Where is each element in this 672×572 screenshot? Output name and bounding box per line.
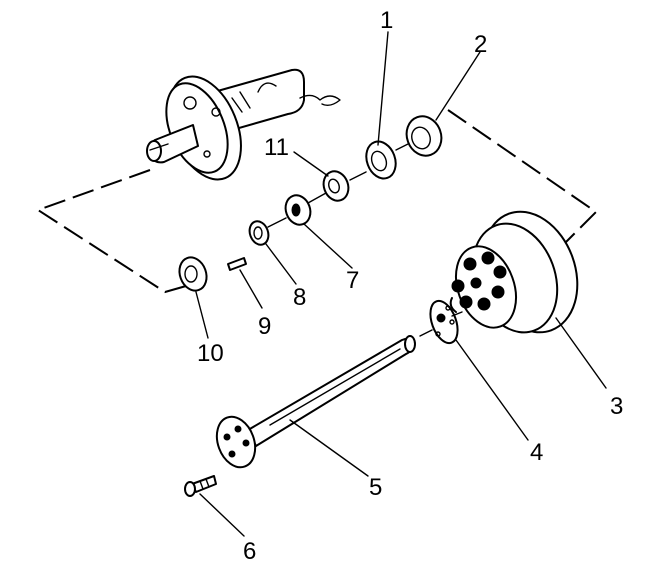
shaft-icon xyxy=(215,335,416,469)
assembly-bracket xyxy=(35,109,598,294)
callout-2: 2 xyxy=(474,31,487,58)
drum-icon xyxy=(449,210,579,334)
callout-3: 3 xyxy=(610,393,623,420)
key-icon xyxy=(227,257,247,271)
ring-icon xyxy=(365,140,397,180)
ring-icon xyxy=(248,220,270,246)
spindle-icon xyxy=(146,68,341,181)
axis-centerline xyxy=(149,143,169,151)
callout-8: 8 xyxy=(293,284,306,311)
callout-10: 10 xyxy=(197,340,224,367)
callout-4: 4 xyxy=(530,439,543,466)
axis-centerline xyxy=(419,329,433,337)
gasket-icon xyxy=(429,299,459,345)
axis-centerline xyxy=(395,143,409,151)
callout-1: 1 xyxy=(380,7,393,34)
callout-9: 9 xyxy=(258,313,271,340)
bolt-icon xyxy=(184,475,217,497)
axis-centerline xyxy=(307,192,327,204)
ring-icon xyxy=(405,115,443,157)
callout-11: 11 xyxy=(264,134,289,161)
axis-centerline xyxy=(451,311,463,317)
nut-icon xyxy=(178,256,208,292)
callout-5: 5 xyxy=(369,474,382,501)
leader-lines xyxy=(195,31,607,537)
callout-6: 6 xyxy=(243,538,256,565)
nut-icon xyxy=(284,194,312,226)
axis-centerline xyxy=(267,217,287,228)
axis-centerline xyxy=(349,171,367,181)
ring-icon xyxy=(322,170,350,202)
callout-7: 7 xyxy=(346,267,359,294)
